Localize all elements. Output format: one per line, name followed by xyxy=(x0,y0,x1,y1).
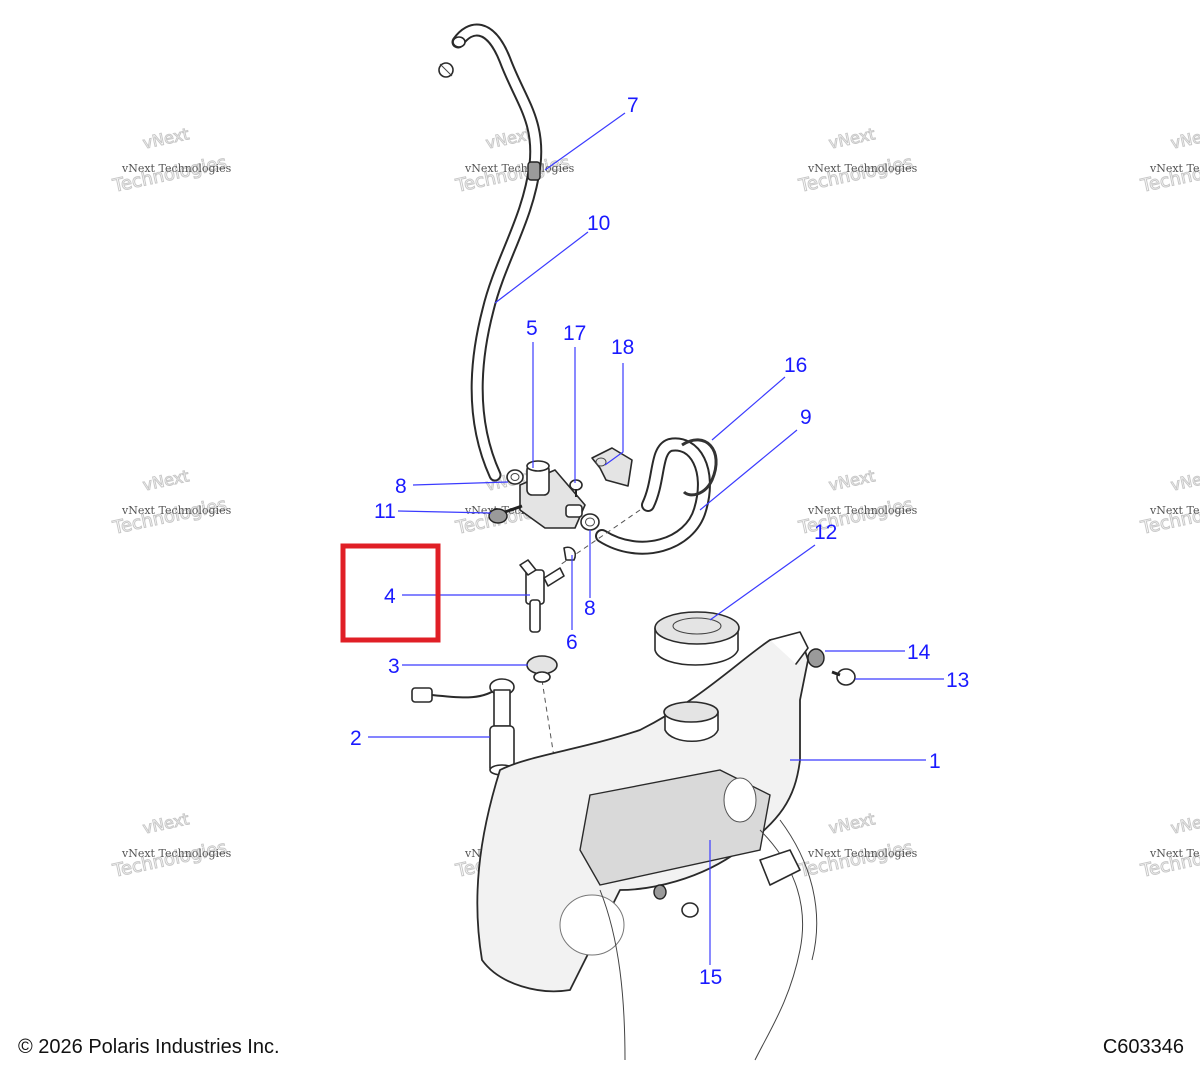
frame-rail xyxy=(599,819,818,1061)
clip xyxy=(563,546,577,561)
figure-id: C603346 xyxy=(1102,1036,1184,1058)
screw xyxy=(569,479,583,497)
watermark: vNext Technologies vNext Technologies xyxy=(796,466,918,540)
svg-text:vNext: vNext xyxy=(1169,809,1200,837)
svg-text:vNext: vNext xyxy=(141,809,191,837)
svg-text:vNext: vNext xyxy=(1169,466,1200,494)
callout-6[interactable]: 6 xyxy=(566,631,578,654)
washer xyxy=(807,648,825,668)
callout-7[interactable]: 7 xyxy=(627,94,639,117)
callout-4[interactable]: 4 xyxy=(384,585,396,608)
leader-lines xyxy=(368,112,944,965)
svg-text:vNext: vNext xyxy=(141,124,191,152)
fuel-tank xyxy=(476,631,809,993)
svg-text:vNext: vNext xyxy=(1169,124,1200,152)
callout-18[interactable]: 18 xyxy=(611,336,634,359)
watermark: vNext Technologies vNext Technologies xyxy=(1138,809,1200,883)
callout-3[interactable]: 3 xyxy=(388,655,400,678)
fuel-sender xyxy=(411,678,515,776)
fuel-cap xyxy=(654,611,740,666)
svg-text:vNext: vNext xyxy=(141,466,191,494)
callout-14[interactable]: 14 xyxy=(907,641,931,664)
watermark: vNext Technologies vNext Technologies xyxy=(110,466,232,540)
vent-cap xyxy=(438,62,454,78)
watermark: vNext Technologies vNext Technologies xyxy=(796,809,918,883)
svg-text:vNext Technologies: vNext Technologies xyxy=(1149,504,1200,517)
grommet xyxy=(526,655,558,683)
callout-11[interactable]: 11 xyxy=(374,500,396,523)
watermark: vNext Technologies vNext Technologies xyxy=(1138,466,1200,540)
watermark: vNext Technologies vNext Technologies xyxy=(110,809,232,883)
svg-text:vNext Technologies: vNext Technologies xyxy=(807,847,918,860)
svg-text:vNext: vNext xyxy=(827,466,877,494)
svg-text:vNext: vNext xyxy=(827,124,877,152)
callout-8-lower[interactable]: 8 xyxy=(584,597,596,620)
callout-8-upper[interactable]: 8 xyxy=(395,475,407,498)
callout-10[interactable]: 10 xyxy=(587,212,610,235)
screw xyxy=(488,504,523,524)
vent-hose xyxy=(451,23,543,482)
callout-15[interactable]: 15 xyxy=(699,966,722,989)
copyright-text: © 2026 Polaris Industries Inc. xyxy=(18,1036,280,1058)
svg-text:vNext Technologies: vNext Technologies xyxy=(464,162,575,175)
svg-text:vNext Technologies: vNext Technologies xyxy=(121,504,232,517)
hose-clamp xyxy=(580,513,600,531)
svg-text:vNext Technologies: vNext Technologies xyxy=(1149,847,1200,860)
rollover-valve xyxy=(519,460,586,529)
fuel-hose xyxy=(595,437,711,555)
callout-12[interactable]: 12 xyxy=(814,521,837,544)
watermark: vNext Technologies vNext Technologies xyxy=(796,124,918,198)
callout-1[interactable]: 1 xyxy=(929,750,941,773)
watermark: vNext Technologies vNext Technologies xyxy=(1138,124,1200,198)
svg-text:vNext Technologies: vNext Technologies xyxy=(121,847,232,860)
highlight-box xyxy=(340,543,441,643)
bracket xyxy=(591,447,633,487)
svg-text:vNext Technologies: vNext Technologies xyxy=(1149,162,1200,175)
svg-text:vNext Technologies: vNext Technologies xyxy=(121,162,232,175)
svg-text:vNext Technologies: vNext Technologies xyxy=(807,504,918,517)
callout-13[interactable]: 13 xyxy=(946,669,969,692)
tee-fitting xyxy=(519,559,565,633)
hose-clamp xyxy=(681,438,718,497)
bolt xyxy=(831,668,856,686)
callout-16[interactable]: 16 xyxy=(784,354,807,377)
assembly-line xyxy=(559,509,641,566)
callouts: 7 10 5 17 18 16 9 8 11 12 4 6 8 3 14 13 … xyxy=(350,94,969,989)
watermark: vNext Technologies vNext Technologies xyxy=(110,124,232,198)
callout-17[interactable]: 17 xyxy=(563,322,586,345)
callout-2[interactable]: 2 xyxy=(350,727,362,750)
fastener xyxy=(653,884,699,918)
callout-5[interactable]: 5 xyxy=(526,317,538,340)
watermark: vNext Technologies vNext Technologies xyxy=(453,124,575,198)
svg-text:vNext Technologies: vNext Technologies xyxy=(807,162,918,175)
svg-text:vNext: vNext xyxy=(484,124,534,152)
hose-clip xyxy=(527,161,541,181)
svg-text:vNext: vNext xyxy=(827,809,877,837)
hose-clamp xyxy=(506,469,524,485)
callout-9[interactable]: 9 xyxy=(800,406,812,429)
